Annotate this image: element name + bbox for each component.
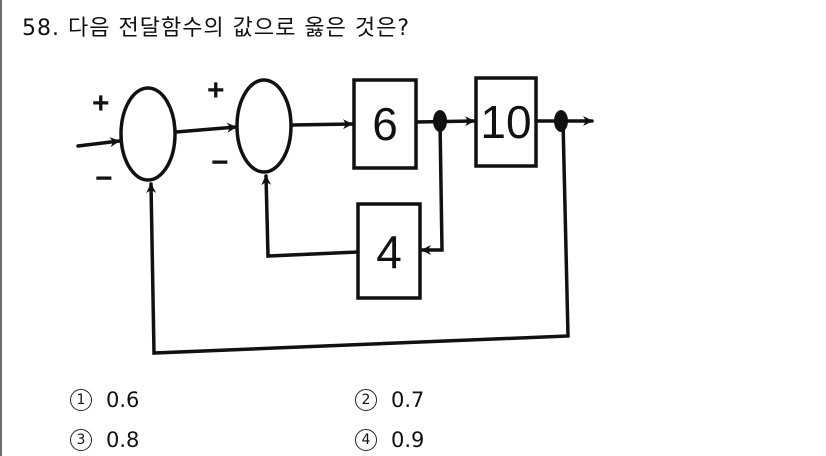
sj1-minus-sign: − (95, 162, 113, 195)
outer-feedback-path (146, 119, 570, 355)
choice-marker: 2 (355, 389, 377, 411)
choice-label: 0.6 (106, 388, 140, 412)
inner-feedback-path (420, 119, 444, 255)
choice-label: 0.8 (106, 428, 140, 452)
sj2-plus-sign: + (207, 74, 225, 107)
question-text: 다음 전달함수의 값으로 옳은 것은? (68, 16, 411, 41)
choice-marker: 4 (355, 429, 377, 451)
choice-label: 0.7 (391, 388, 425, 412)
input-arrow (76, 137, 121, 148)
choice-2[interactable]: 2 0.7 (355, 388, 424, 412)
takeoff-node-1 (433, 110, 447, 132)
choice-1[interactable]: 1 0.6 (70, 388, 139, 412)
choice-4[interactable]: 4 0.9 (355, 428, 424, 452)
forward-block-1-label: 6 (372, 98, 398, 150)
sj1-plus-sign: + (92, 87, 110, 120)
forward-block-1 (352, 78, 418, 170)
summing-junction-1 (119, 86, 177, 182)
forward-block-2-label: 10 (480, 96, 531, 148)
sj2-minus-sign: − (211, 146, 229, 179)
choice-marker: 3 (70, 429, 92, 451)
question-stem: 58. 다음 전달함수의 값으로 옳은 것은? (22, 10, 410, 42)
summing-junction-2 (235, 78, 293, 174)
choice-label: 0.9 (391, 428, 425, 452)
feedback-block-label: 4 (376, 226, 402, 278)
page-left-border (0, 0, 2, 456)
takeoff-node-2 (554, 110, 568, 132)
choice-3[interactable]: 3 0.8 (70, 428, 139, 452)
link-sj1-sj2 (174, 122, 238, 134)
choice-marker: 1 (70, 389, 92, 411)
link-sj2-block6 (290, 119, 354, 130)
question-number: 58. (22, 16, 60, 41)
